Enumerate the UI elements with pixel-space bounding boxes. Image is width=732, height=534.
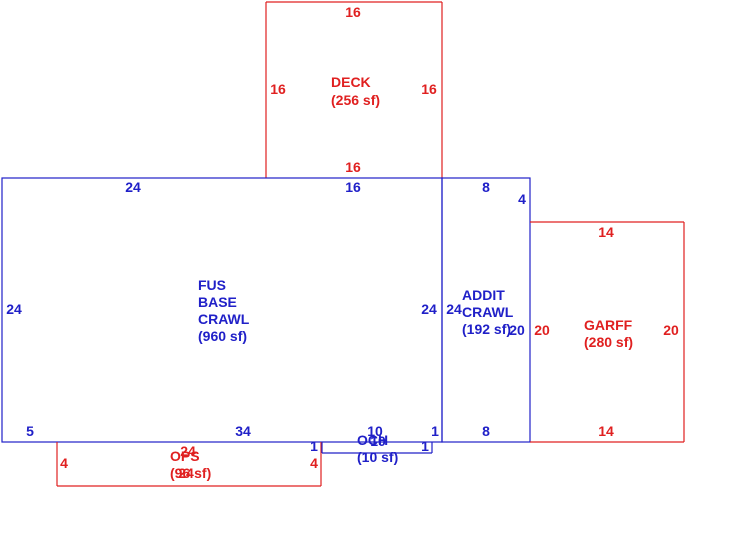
addit-dim-top: 8	[482, 179, 490, 195]
main-dim-top-left: 24	[125, 179, 141, 195]
och-overlap: 10	[370, 433, 386, 449]
ops-dim-left: 4	[60, 455, 68, 471]
ops-overlap-b: 24	[178, 465, 194, 481]
garff-dim-left: 20	[534, 322, 550, 338]
main-area-label: (960 sf)	[198, 328, 247, 344]
deck-area	[265, 1, 443, 178]
addit-area-label: (192 sf)	[462, 321, 511, 337]
och-area	[321, 442, 433, 454]
main-label-line3: CRAWL	[198, 311, 250, 327]
addit-dim-left: 24	[446, 301, 462, 317]
main-label-line2: BASE	[198, 294, 237, 310]
addit-dim-right-top: 4	[518, 191, 526, 207]
garff-label: GARFF	[584, 317, 633, 333]
addit-label-line1: ADDIT	[462, 287, 505, 303]
ops-overlap-a: 24	[180, 443, 196, 459]
ops-area	[56, 442, 322, 487]
main-dim-bottom-right: 1	[431, 423, 439, 439]
garff-dim-bottom: 14	[598, 423, 614, 439]
ops-dim-right: 4	[310, 455, 318, 471]
garff-area	[530, 221, 685, 443]
och-dim-left: 1	[310, 438, 318, 454]
main-label-line1: FUS	[198, 277, 226, 293]
och-dim-top: 10	[367, 423, 383, 439]
deck-area-label: (256 sf)	[331, 92, 380, 108]
main-dim-left: 24	[6, 301, 22, 317]
main-dim-right: 24	[421, 301, 437, 317]
deck-label: DECK	[331, 74, 371, 90]
och-dim-right: 1	[421, 438, 429, 454]
garff-dim-right: 20	[663, 322, 679, 338]
main-area	[1, 177, 443, 443]
och-area-label: (10 sf)	[357, 449, 398, 465]
ops-area-label: (96 sf)	[170, 465, 211, 481]
main-dim-top-right: 16	[345, 179, 361, 195]
addit-area	[441, 177, 531, 443]
addit-dim-right: 20	[509, 322, 525, 338]
deck-dim-left: 16	[270, 81, 286, 97]
deck-dim-bottom: 16	[345, 159, 361, 175]
addit-dim-bottom: 8	[482, 423, 490, 439]
main-dim-bottom-mid: 34	[235, 423, 251, 439]
garff-dim-top: 14	[598, 224, 614, 240]
main-outline	[1, 177, 443, 443]
ops-label: OPS	[170, 448, 200, 464]
deck-dim-top: 16	[345, 4, 361, 20]
addit-label-line2: CRAWL	[462, 304, 514, 320]
och-label: OCH	[357, 432, 388, 448]
main-dim-bottom-left: 5	[26, 423, 34, 439]
addit-outline	[441, 177, 531, 443]
deck-dim-right: 16	[421, 81, 437, 97]
garff-area-label: (280 sf)	[584, 334, 633, 350]
